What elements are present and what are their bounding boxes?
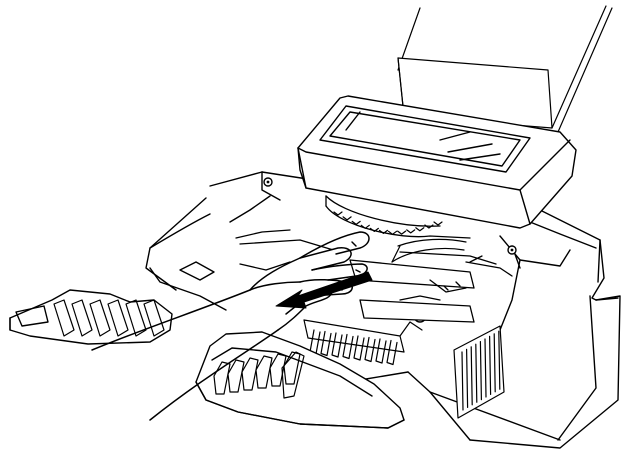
feed-rib — [364, 336, 376, 363]
gear-tooth — [415, 227, 425, 232]
feed-rib — [386, 339, 398, 366]
vent-slot — [489, 335, 492, 395]
vent-grille-icon — [453, 325, 505, 419]
vent-slot — [484, 338, 487, 398]
jammed-paper-icon — [391, 238, 467, 263]
feed-rib — [320, 330, 332, 357]
vent-slot — [479, 341, 482, 401]
input-tray-fin — [107, 299, 129, 337]
input-tray-fins — [53, 299, 165, 337]
vent-slot — [466, 348, 469, 408]
gear-tooth — [433, 221, 443, 226]
gear-tooth — [351, 220, 361, 225]
gear-tooth — [406, 229, 416, 234]
vent-slot — [498, 330, 501, 390]
gear-tooth — [397, 230, 407, 235]
output-tray-fin — [283, 351, 301, 385]
feed-rib — [353, 335, 365, 361]
output-tray-fin — [241, 357, 259, 391]
vent-lines — [461, 330, 501, 411]
output-tray-icon — [195, 331, 405, 429]
output-tray-fin — [281, 351, 305, 399]
gear-tooth — [342, 216, 352, 221]
input-tray-icon — [9, 289, 173, 345]
inner-ribs — [309, 329, 398, 366]
feed-rib — [375, 338, 387, 364]
input-tray-fin — [53, 299, 75, 337]
control-panel-lid-icon — [297, 95, 577, 229]
drum-unit-icon — [235, 195, 513, 323]
vent-slot — [470, 346, 473, 406]
output-tray-fin — [269, 353, 287, 387]
feed-rib — [342, 333, 354, 360]
input-tray-fin — [125, 299, 147, 337]
gear-tooth — [378, 229, 389, 235]
gear-tooth — [360, 224, 370, 229]
input-tray-fin — [71, 299, 93, 337]
input-tray-fin — [89, 299, 111, 337]
vent-slot — [475, 343, 478, 403]
gear-tooth — [424, 224, 434, 229]
feed-rib — [331, 332, 343, 358]
output-tray-fin — [255, 355, 273, 389]
feed-guide-ribs-icon — [303, 319, 423, 366]
vent-slot — [493, 333, 496, 393]
vent-slot — [461, 351, 464, 411]
output-tray-fin — [227, 359, 245, 393]
pull-direction-arrow-icon — [275, 271, 373, 309]
input-tray-fin — [143, 299, 165, 337]
gear-tooth — [387, 230, 398, 235]
output-tray-fin — [213, 361, 231, 395]
gear-teeth — [333, 211, 443, 235]
gear-tooth — [333, 211, 343, 216]
gear-tooth — [369, 227, 379, 232]
output-tray-fins — [213, 351, 305, 399]
